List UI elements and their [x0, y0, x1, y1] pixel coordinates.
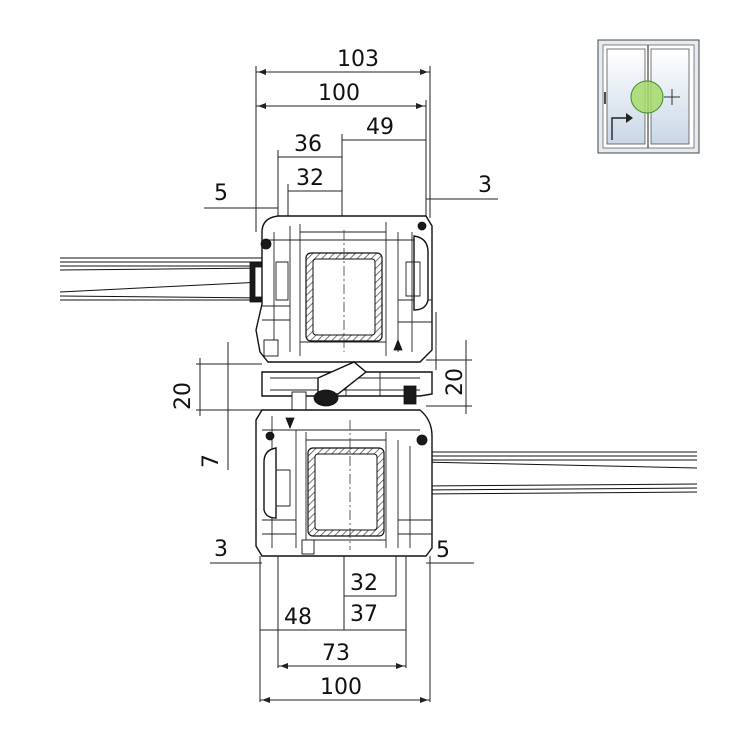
dim-32-top: 32: [296, 166, 324, 191]
upper-sash-profile: [255, 215, 433, 363]
upper-glass-pane: [59, 257, 273, 303]
highlight-circle: [630, 80, 664, 114]
dim-3-bottom-left: 3: [214, 537, 228, 562]
lower-glass-pane: [409, 451, 698, 499]
dim-100-top: 100: [318, 81, 360, 106]
dim-49: 49: [366, 115, 394, 140]
dim-20-left: 20: [171, 382, 196, 410]
bottom-dimensions: [210, 556, 474, 703]
dim-73: 73: [322, 641, 350, 666]
dim-7: 7: [199, 454, 224, 468]
dim-36: 36: [294, 132, 322, 157]
sliding-window-icon: [597, 39, 700, 154]
dim-5-left: 5: [214, 181, 228, 206]
dim-37: 37: [350, 602, 378, 627]
dim-103: 103: [337, 47, 379, 72]
dim-3-right: 3: [478, 173, 492, 198]
dim-48: 48: [284, 605, 312, 630]
dim-5-bottom-right: 5: [436, 538, 450, 563]
dim-20-right: 20: [443, 368, 468, 396]
middle-track-profile: [261, 361, 433, 411]
dim-100-bottom: 100: [320, 675, 362, 700]
lower-sash-profile: [255, 409, 433, 557]
dim-32-bottom: 32: [350, 571, 378, 596]
side-dimensions: [196, 312, 472, 470]
